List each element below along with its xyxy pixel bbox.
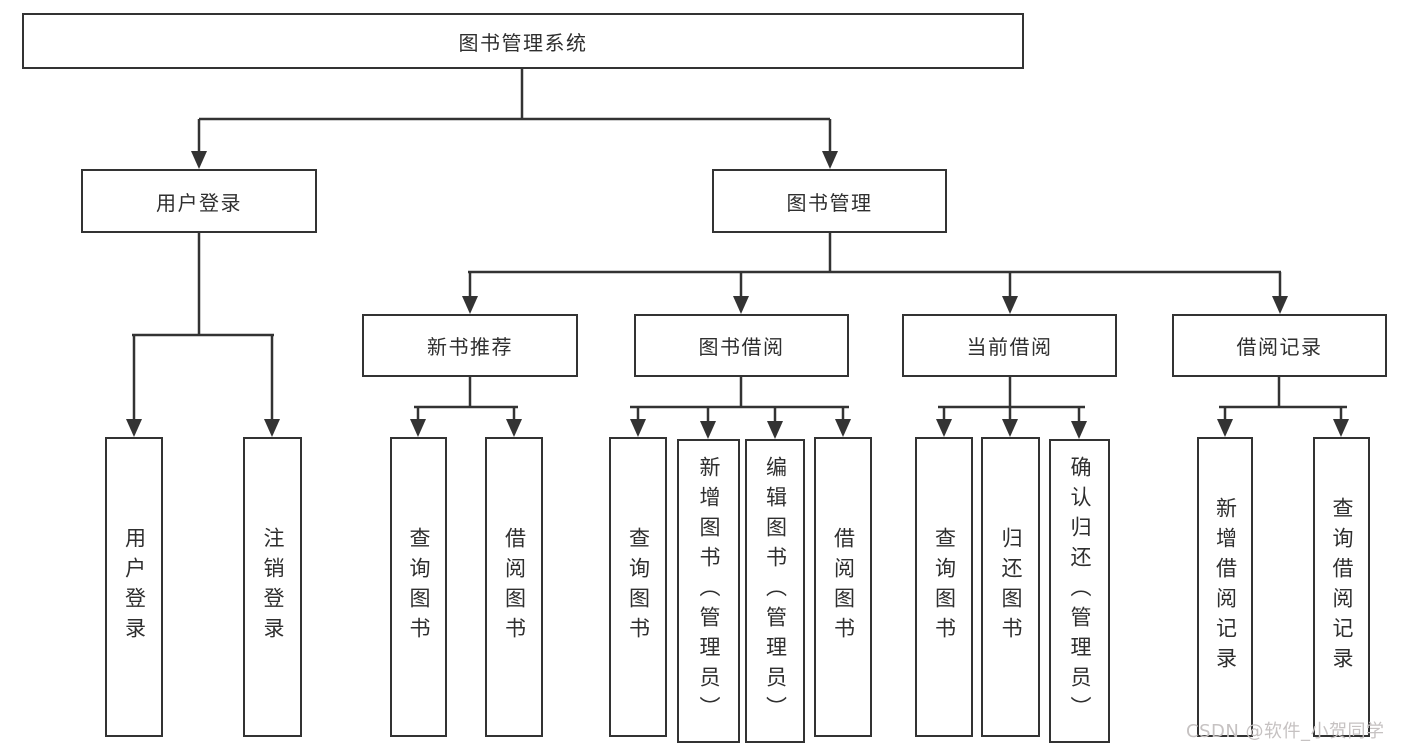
arrowhead-icon (1071, 421, 1087, 439)
arrowhead-icon (767, 421, 783, 439)
node-label: 用户登录 (122, 527, 147, 647)
watermark: CSDN @软件_小贺同学 (1186, 721, 1385, 742)
node-label: 编辑图书（管理员） (763, 456, 788, 726)
node-label: 注销登录 (261, 527, 285, 647)
arrowhead-icon (1002, 419, 1018, 437)
arrowhead-icon (462, 296, 478, 314)
node-leaf-edit-book-admin: 编辑图书（管理员） (745, 439, 805, 743)
node-user-login: 用户登录 (81, 169, 317, 233)
node-label: 查询图书 (932, 527, 957, 647)
node-label: 查询借阅记录 (1330, 497, 1354, 677)
node-leaf-query-borrow-record: 查询借阅记录 (1313, 437, 1370, 737)
node-label: 查询图书 (626, 527, 651, 647)
arrowhead-icon (733, 296, 749, 314)
connector-book-borrow-group (630, 377, 849, 425)
arrowhead-icon (835, 419, 851, 437)
node-leaf-user-login: 用户登录 (105, 437, 163, 737)
node-label: 确认归还（管理员） (1068, 456, 1092, 726)
connector-borrow-records-group (1219, 377, 1347, 423)
arrowheads (126, 151, 1349, 439)
connector-user-login-group (132, 233, 274, 423)
node-leaf-query-books-3: 查询图书 (915, 437, 973, 737)
node-label: 借阅图书 (502, 527, 527, 647)
node-leaf-query-books-2: 查询图书 (609, 437, 667, 737)
node-label: 新增图书（管理员） (697, 456, 721, 726)
node-label: 归还图书 (999, 527, 1023, 647)
arrowhead-icon (1333, 419, 1349, 437)
arrowhead-icon (1002, 296, 1018, 314)
node-leaf-query-books-1: 查询图书 (390, 437, 447, 737)
arrowhead-icon (506, 419, 522, 437)
node-library-system: 图书管理系统 (22, 13, 1024, 69)
connector-new-book-group (414, 377, 518, 423)
node-leaf-return-books: 归还图书 (981, 437, 1040, 737)
node-leaf-logout: 注销登录 (243, 437, 302, 737)
node-book-management: 图书管理 (712, 169, 947, 233)
arrowhead-icon (700, 421, 716, 439)
node-leaf-add-book-admin: 新增图书（管理员） (677, 439, 740, 743)
arrowhead-icon (630, 419, 646, 437)
connector-current-borrow-group (938, 377, 1085, 425)
node-current-borrow: 当前借阅 (902, 314, 1117, 377)
node-new-book-recommend: 新书推荐 (362, 314, 578, 377)
arrowhead-icon (264, 419, 280, 437)
node-label: 借阅图书 (831, 527, 856, 647)
arrowhead-icon (410, 419, 426, 437)
node-leaf-borrow-books-1: 借阅图书 (485, 437, 543, 737)
node-leaf-add-borrow-record: 新增借阅记录 (1197, 437, 1253, 737)
arrowhead-icon (822, 151, 838, 169)
arrowhead-icon (191, 151, 207, 169)
node-label: 新增借阅记录 (1213, 497, 1238, 677)
connector-root-to-level2 (197, 69, 832, 155)
node-borrow-records: 借阅记录 (1172, 314, 1387, 377)
node-book-borrow: 图书借阅 (634, 314, 849, 377)
node-leaf-borrow-books-2: 借阅图书 (814, 437, 872, 737)
arrowhead-icon (126, 419, 142, 437)
arrowhead-icon (1272, 296, 1288, 314)
connector-book-management-to-level3 (468, 233, 1282, 300)
node-leaf-confirm-return-admin: 确认归还（管理员） (1049, 439, 1110, 743)
arrowhead-icon (1217, 419, 1233, 437)
arrowhead-icon (936, 419, 952, 437)
node-label: 查询图书 (407, 527, 431, 647)
